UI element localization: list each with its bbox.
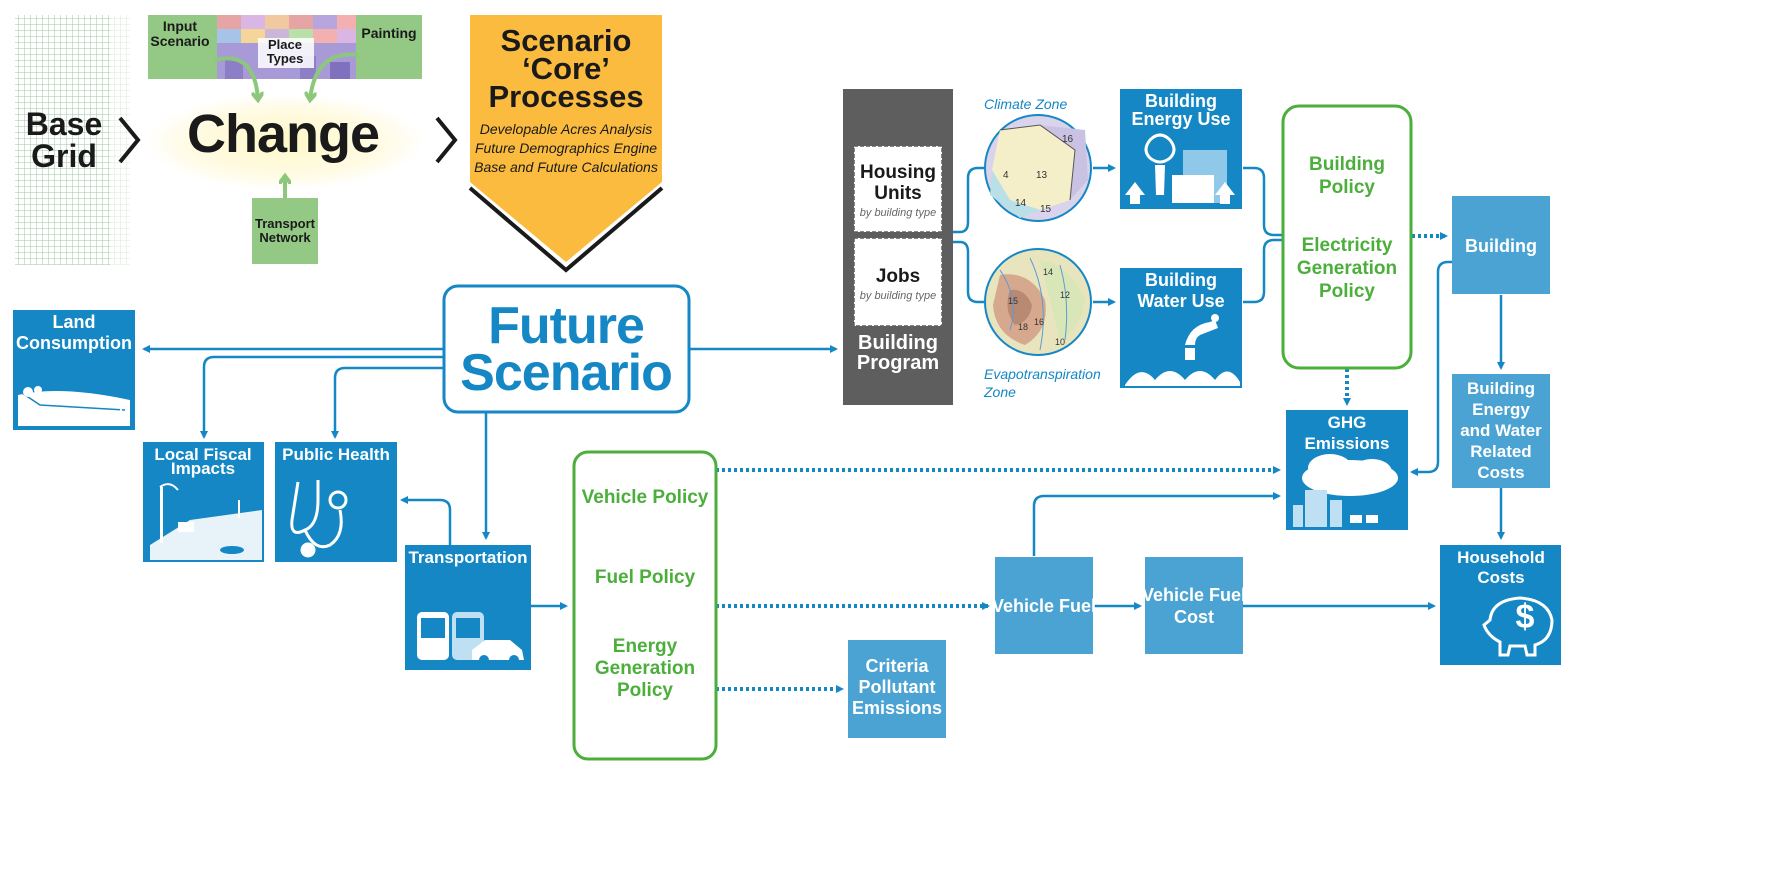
- climate-map-label: 15: [1040, 204, 1052, 215]
- core-process-item: Future Demographics Engine: [475, 140, 657, 156]
- building-policy-group: [1281, 104, 1413, 370]
- criteria-pollutant-box: [848, 640, 946, 738]
- evapotranspiration-zone-map: 14 15 12 16 18 10: [984, 248, 1092, 356]
- change-label: Change: [187, 104, 379, 164]
- housing-units-subtitle: by building type: [860, 207, 936, 219]
- jobs-card: [853, 237, 943, 327]
- evapo-map-label: 16: [1034, 317, 1044, 327]
- emissions-icon: [1293, 454, 1398, 527]
- building-water-box: [1120, 268, 1242, 388]
- evapo-map-label: 14: [1043, 267, 1053, 277]
- building-costs-box: [1452, 374, 1550, 488]
- climate-map-label: 13: [1036, 170, 1048, 181]
- jobs-label: Jobs: [876, 266, 920, 287]
- climate-map-label: 14: [1015, 198, 1027, 209]
- transportation-label: Transportation: [408, 548, 527, 567]
- climate-map-label: 4: [1003, 170, 1009, 181]
- vehicle-fuel-label: Vehicle Fuel: [992, 596, 1096, 616]
- evapo-map-label: 12: [1060, 290, 1070, 300]
- energy-icon: [1125, 133, 1235, 204]
- jobs-subtitle: by building type: [860, 290, 936, 302]
- painting-box: [356, 15, 422, 79]
- evapo-map-label: 15: [1008, 296, 1018, 306]
- transport-network-box: [252, 198, 318, 264]
- evapo-map-label: 18: [1018, 322, 1028, 332]
- vehicle-fuel-box: [995, 557, 1093, 654]
- building-label: Building: [1465, 236, 1537, 256]
- housing-units-card: [853, 145, 943, 233]
- building-box: [1452, 196, 1550, 294]
- core-processes-title: Scenario‘Core’Processes: [488, 23, 643, 114]
- piggy-bank-icon: $: [1482, 596, 1554, 657]
- input-scenario-box: [148, 15, 220, 79]
- core-process-item: Developable Acres Analysis: [480, 121, 653, 137]
- place-types-mosaic: [217, 15, 357, 79]
- fiscal-icon: [150, 483, 262, 560]
- climate-map-label: 16: [1062, 134, 1074, 145]
- change-glow: [145, 94, 425, 190]
- evapo-map-label: 10: [1055, 337, 1065, 347]
- fuel-policy-label: Fuel Policy: [595, 567, 696, 588]
- core-processes-shape: [468, 15, 664, 273]
- vehicle-policy-group: [572, 450, 718, 761]
- svg-text:$: $: [1516, 598, 1535, 636]
- climate-zone-label: Climate Zone: [984, 96, 1067, 112]
- dotted-connectors: [716, 232, 1448, 693]
- connectors: [142, 164, 1505, 610]
- water-icon: [1125, 314, 1240, 386]
- public-health-label: Public Health: [282, 445, 390, 464]
- core-process-item: Base and Future Calculations: [474, 159, 658, 175]
- vehicle-fuel-cost-box: [1145, 557, 1243, 654]
- vehicles-icon: [417, 612, 524, 665]
- painting-label: Painting: [361, 25, 416, 41]
- stethoscope-icon: [290, 480, 348, 558]
- vehicle-policy-label: Vehicle Policy: [582, 487, 709, 508]
- climate-zone-map: 16 4 13 15 14: [984, 114, 1092, 222]
- land-consumption-icon: [18, 386, 130, 426]
